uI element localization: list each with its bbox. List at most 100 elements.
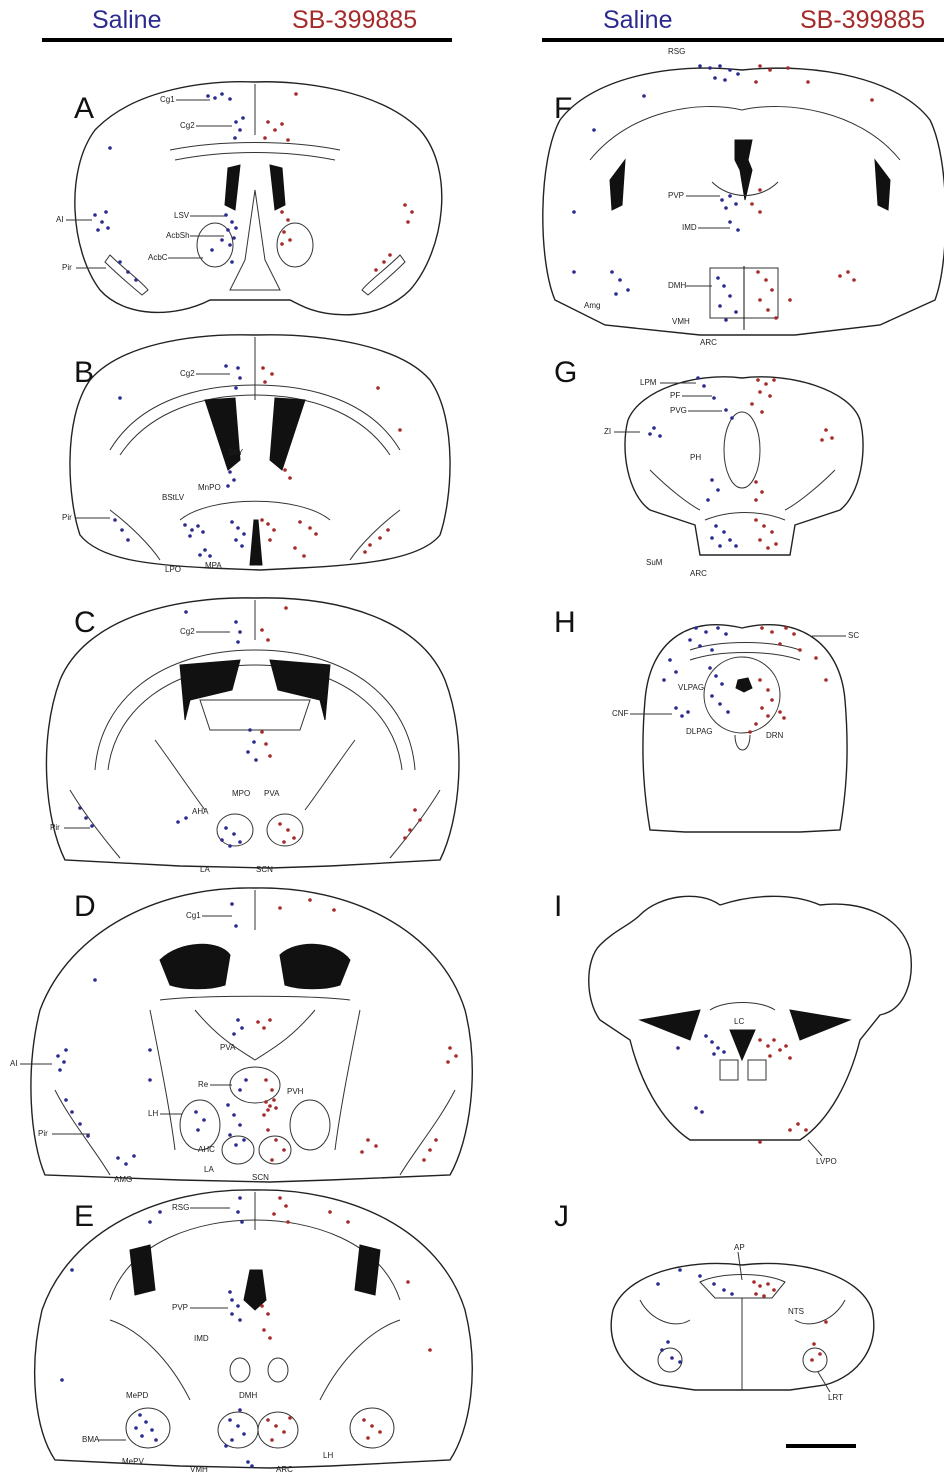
- panel-j-section: AP NTS LRT: [611, 1243, 874, 1402]
- panel-j-drug-dots: [752, 1280, 828, 1362]
- label-sum-g: SuM: [646, 558, 663, 567]
- label-amg-f: Amg: [584, 301, 600, 310]
- panel-a-drug-dots: [263, 92, 414, 272]
- panel-d-drug-dots: [256, 898, 458, 1162]
- label-pvp-e: PVP: [172, 1303, 188, 1312]
- label-imd-e: IMD: [194, 1334, 209, 1343]
- panel-g-outline: [625, 377, 863, 555]
- panel-b-section: Cg2 ShY BStLV MnPO Pir LPO MPA: [62, 335, 450, 574]
- panel-d-outline: [31, 888, 472, 1182]
- panel-a-saline-dots: [93, 92, 245, 282]
- panel-f-saline-dots: [572, 64, 740, 322]
- panel-b-ventricle-left: [205, 398, 240, 470]
- label-zi-g: ZI: [604, 427, 611, 436]
- panel-d-section: Cg1 AI PVA Re PVH LH Pir AHC LA AMG SCN: [10, 888, 472, 1184]
- label-lh-d: LH: [148, 1109, 158, 1118]
- panel-d-saline-dots: [56, 902, 248, 1166]
- label-pvg-g: PVG: [670, 406, 687, 415]
- label-cg2-a: Cg2: [180, 121, 195, 130]
- panel-h-outline: [643, 625, 847, 832]
- label-pva-d: PVA: [220, 1043, 236, 1052]
- label-arc-e: ARC: [276, 1465, 293, 1474]
- panel-a-outline: [75, 82, 442, 315]
- label-mepd-e: MePD: [126, 1391, 148, 1400]
- panel-i-drug-dots: [758, 1038, 808, 1144]
- panel-h-drug-dots: [748, 626, 828, 734]
- panel-i-section: LC LVPO: [589, 896, 912, 1166]
- panel-d-labels: Cg1 AI PVA Re PVH LH Pir AHC LA AMG SCN: [10, 911, 304, 1184]
- label-pvp-f: PVP: [668, 191, 684, 200]
- label-pvh-d: PVH: [287, 1087, 304, 1096]
- label-cg1-d: Cg1: [186, 911, 201, 920]
- panel-a-ventricle-left: [225, 165, 240, 210]
- label-acbc-a: AcbC: [148, 253, 168, 262]
- label-cnf-h: CNF: [612, 709, 629, 718]
- panel-g-drug-dots: [750, 378, 834, 550]
- label-scn-c: SCN: [256, 865, 273, 874]
- label-vlpag-h: VLPAG: [678, 683, 704, 692]
- label-cg2-b: Cg2: [180, 369, 195, 378]
- label-pir-d: Pir: [38, 1129, 48, 1138]
- panel-e-section: RSG PVP IMD MePD DMH BMA MePV VMH ARC LH: [35, 1190, 473, 1474]
- label-pva-c: PVA: [264, 789, 280, 798]
- panel-e-drug-dots: [260, 1196, 432, 1442]
- label-dmh-e: DMH: [239, 1391, 257, 1400]
- label-nts-j: NTS: [788, 1307, 804, 1316]
- label-rsg-e: RSG: [172, 1203, 189, 1212]
- label-mepv-e: MePV: [122, 1457, 144, 1466]
- label-sc-h: SC: [848, 631, 859, 640]
- label-la-c: LA: [200, 865, 210, 874]
- panel-c-drug-dots: [260, 606, 422, 844]
- panel-a-section: Cg1 Cg2 AI LSV AcbSh AcbC Pir: [56, 82, 442, 315]
- label-scn-d: SCN: [252, 1173, 269, 1182]
- label-mnpo-b: MnPO: [198, 483, 221, 492]
- panel-e-labels: RSG PVP IMD MePD DMH BMA MePV VMH ARC LH: [82, 1203, 333, 1474]
- label-vmh-f: VMH: [672, 317, 690, 326]
- label-ap-j: AP: [734, 1243, 745, 1252]
- panel-a-labels: Cg1 Cg2 AI LSV AcbSh AcbC Pir: [56, 95, 232, 272]
- label-lc-i: LC: [734, 1017, 744, 1026]
- panel-f-labels: RSG PVP IMD DMH Amg VMH ARC: [584, 47, 730, 347]
- panel-b-ventricle-right: [270, 398, 305, 470]
- panel-b-outline: [70, 335, 450, 570]
- label-bma-e: BMA: [82, 1435, 100, 1444]
- label-arc-f: ARC: [700, 338, 717, 347]
- panel-g-section: LPM PF PVG ZI PH SuM ARC: [604, 376, 863, 578]
- label-pir-b: Pir: [62, 513, 72, 522]
- label-lh-e: LH: [323, 1451, 333, 1460]
- label-amg-d: AMG: [114, 1175, 132, 1184]
- panel-a-ventricle-right: [270, 165, 285, 210]
- label-ph-g: PH: [690, 453, 701, 462]
- label-mpa-b: MPA: [205, 561, 222, 570]
- panel-d-ventricle-right: [280, 944, 350, 988]
- panel-c-ventricle-left: [180, 660, 240, 720]
- label-pir-c: Pir: [50, 823, 60, 832]
- panel-i-saline-dots: [676, 1034, 726, 1114]
- label-cg2-c: Cg2: [180, 627, 195, 636]
- label-re-d: Re: [198, 1080, 209, 1089]
- label-mpo-c: MPO: [232, 789, 250, 798]
- label-vmh-e: VMH: [190, 1465, 208, 1474]
- panel-j-saline-dots: [656, 1268, 734, 1364]
- label-dmh-f: DMH: [668, 281, 686, 290]
- label-lpo-b: LPO: [165, 565, 181, 574]
- label-ai-d: AI: [10, 1059, 18, 1068]
- label-lsv-a: LSV: [174, 211, 190, 220]
- panel-c-labels: Cg2 MPO PVA AHA Pir LA SCN: [50, 627, 280, 874]
- label-lpm-g: LPM: [640, 378, 657, 387]
- label-drn-h: DRN: [766, 731, 784, 740]
- panel-e-outline: [35, 1190, 473, 1468]
- panel-e-saline-dots: [60, 1196, 254, 1468]
- panel-h-section: SC VLPAG CNF DLPAG DRN: [612, 625, 859, 832]
- panel-g-labels: LPM PF PVG ZI PH SuM ARC: [604, 378, 722, 578]
- panel-f-section: RSG PVP IMD DMH Amg VMH ARC: [543, 47, 944, 347]
- label-pir-a: Pir: [62, 263, 72, 272]
- label-rsg-f: RSG: [668, 47, 685, 56]
- label-bstlv-b: BStLV: [162, 493, 185, 502]
- label-la-d: LA: [204, 1165, 214, 1174]
- label-imd-f: IMD: [682, 223, 697, 232]
- panel-i-outline: [589, 896, 912, 1140]
- label-ai-a: AI: [56, 215, 64, 224]
- panel-f-drug-dots: [750, 64, 874, 320]
